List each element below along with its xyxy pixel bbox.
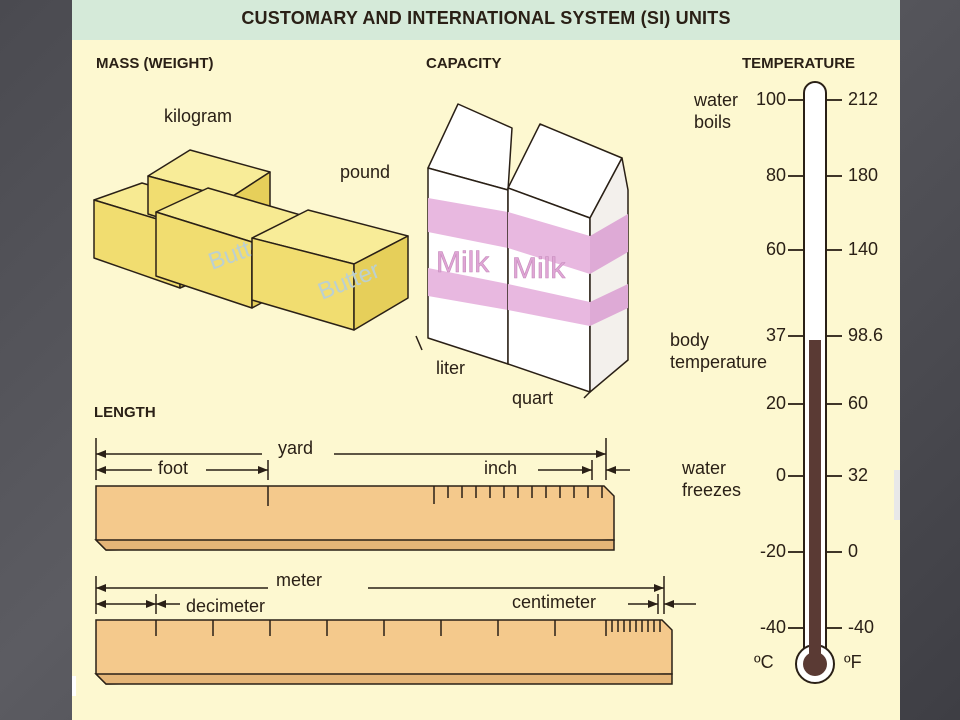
temperature-heading: TEMPERATURE [742, 55, 856, 72]
milk-carton-quart: Milk [507, 123, 629, 393]
fahrenheit-tick-label: 32 [848, 465, 869, 485]
water-freezes-label-line2: freezes [682, 480, 742, 500]
yard-label: yard [278, 438, 314, 458]
fahrenheit-tick-label: 0 [848, 541, 859, 561]
butter-group: Butter Butter [93, 149, 409, 331]
decimeter-label: decimeter [186, 596, 266, 616]
celsius-unit-label: ºC [754, 652, 774, 672]
centimeter-label: centimeter [512, 592, 597, 612]
liter-label: liter [436, 358, 466, 378]
milk-carton-group: Milk Milk [415, 103, 629, 399]
quart-label: quart [512, 388, 554, 408]
capacity-heading: CAPACITY [426, 55, 502, 72]
body-temperature-label-line2: temperature [670, 352, 768, 372]
pound-label: pound [340, 162, 391, 182]
water-boils-label-line2: boils [694, 112, 732, 132]
water-freezes-label-line1: water [682, 458, 727, 478]
foot-label: foot [158, 458, 189, 478]
title-banner [72, 0, 900, 40]
mass-heading: MASS (WEIGHT) [96, 55, 214, 72]
water-boils-label-line1: water [694, 90, 739, 110]
thermometer [788, 81, 842, 684]
inch-label: inch [484, 458, 518, 478]
fahrenheit-tick-label: 180 [848, 165, 879, 185]
celsius-tick-label: -40 [759, 617, 786, 637]
meter-ruler [94, 576, 696, 685]
illustration-canvas: Butter Butter Milk [93, 81, 842, 685]
celsius-tick-label: 0 [775, 465, 786, 485]
butter-stick-pound: Butter [251, 209, 409, 331]
left-edge-notch [72, 676, 76, 696]
yard-ruler [94, 438, 630, 551]
fahrenheit-unit-label: ºF [844, 652, 862, 672]
body-temperature-label-line1: body [670, 330, 710, 350]
milk-text-liter: Milk [436, 246, 490, 279]
mercury-bulb [803, 652, 827, 676]
length-heading: LENGTH [94, 404, 156, 421]
celsius-tick-label: 60 [765, 239, 786, 259]
celsius-tick-label: 20 [765, 393, 786, 413]
kilogram-label: kilogram [164, 106, 233, 126]
milk-carton-liter: Milk [427, 103, 513, 365]
fahrenheit-tick-label: -40 [848, 617, 875, 637]
right-edge-strip [894, 470, 900, 520]
fahrenheit-tick-label: 212 [848, 89, 879, 109]
celsius-tick-label: 80 [765, 165, 786, 185]
fahrenheit-tick-label: 60 [848, 393, 869, 413]
mercury-column [809, 340, 821, 664]
celsius-tick-label: 100 [755, 89, 786, 109]
fahrenheit-tick-label: 140 [848, 239, 879, 259]
diagram-title: CUSTOMARY AND INTERNATIONAL SYSTEM (SI) … [241, 8, 731, 28]
fahrenheit-tick-label: 98.6 [848, 325, 884, 345]
celsius-tick-label: 37 [765, 325, 786, 345]
celsius-tick-label: -20 [759, 541, 786, 561]
meter-label: meter [276, 570, 323, 590]
milk-text-quart: Milk [512, 252, 566, 285]
diagram-slide: CUSTOMARY AND INTERNATIONAL SYSTEM (SI) … [72, 0, 900, 720]
